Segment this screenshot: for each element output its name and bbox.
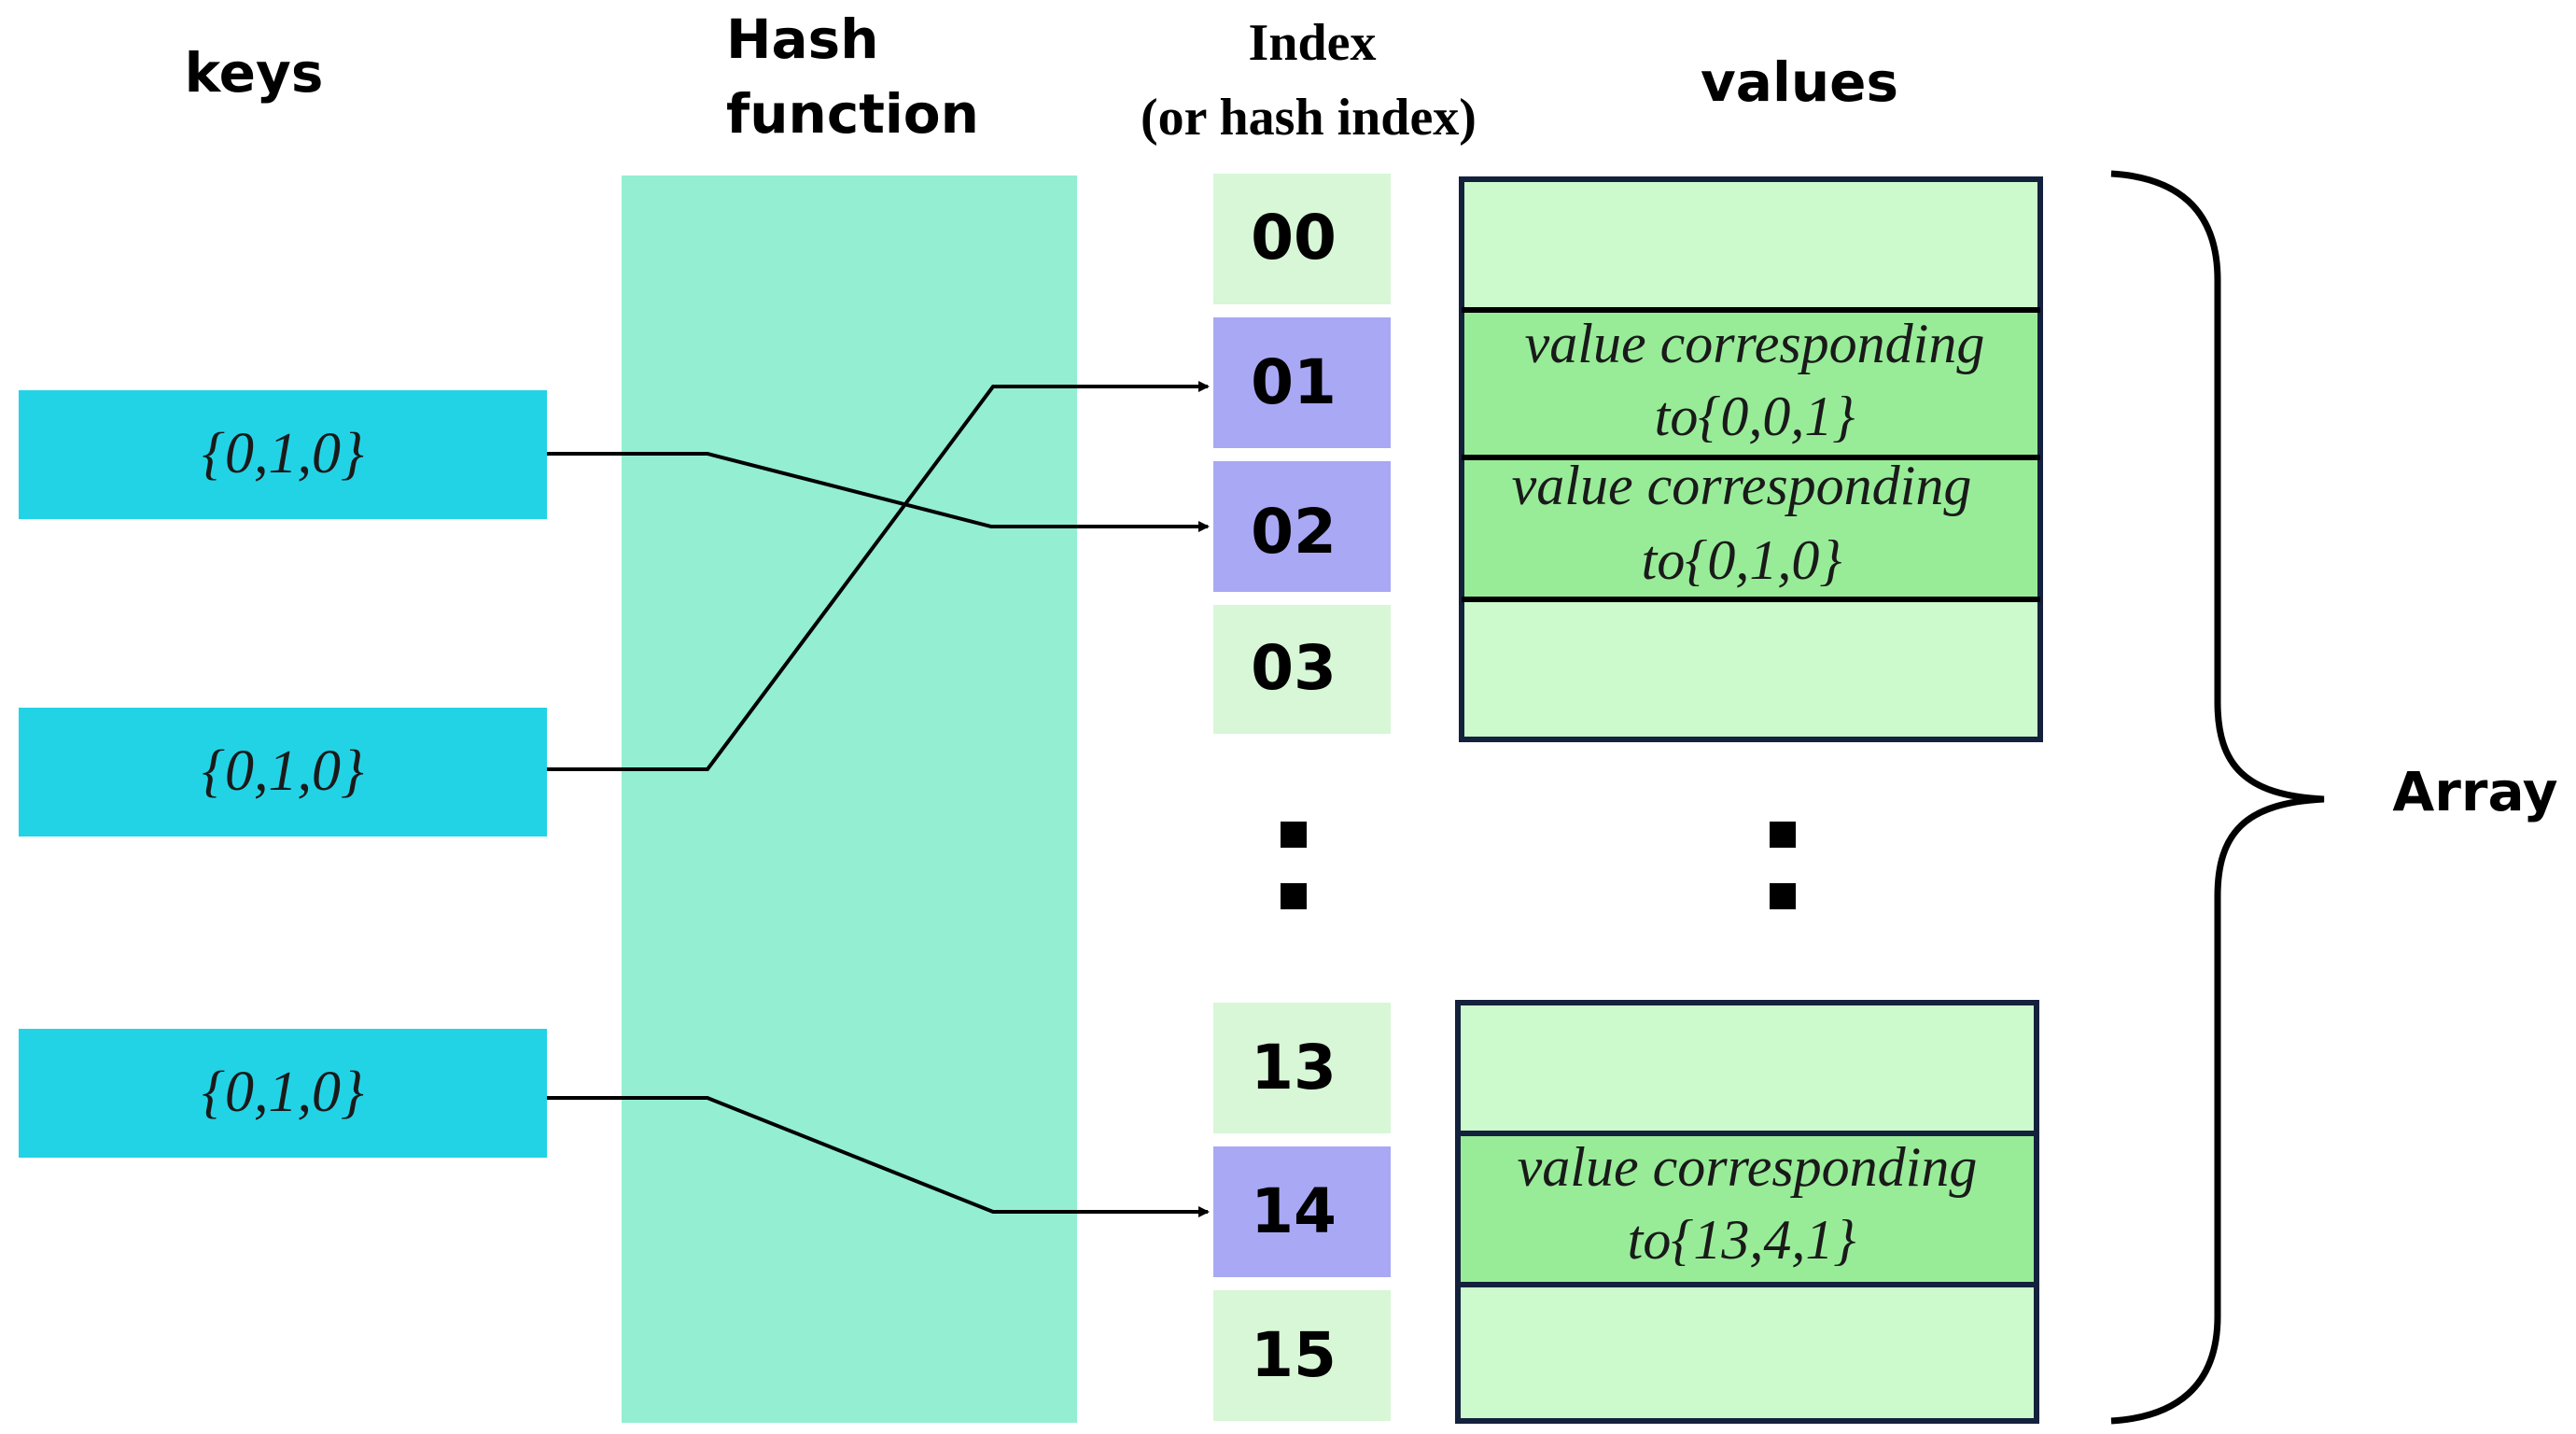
index-cell: 14 (1213, 1146, 1391, 1277)
hash-function-header-line2: function (726, 82, 979, 146)
key-label: {0,1,0} (202, 739, 364, 803)
value-cell (1458, 1133, 2037, 1285)
key-box: {0,1,0} (19, 708, 547, 836)
key-box: {0,1,0} (19, 1029, 547, 1158)
index-header-line1: Index (1249, 14, 1377, 72)
value-cell (1462, 179, 2040, 310)
array-brace (2110, 170, 2325, 1425)
index-header-line2: (or hash index) (1141, 89, 1477, 147)
values-ellipsis (1770, 822, 1796, 909)
value-text: value corresponding (1512, 455, 1972, 516)
value-column-border (1455, 1000, 2039, 1424)
mapping-arrow (547, 1096, 1210, 1217)
value-column-top: value corresponding to{0,0,1} value corr… (1459, 176, 2043, 742)
index-label: 03 (1251, 632, 1337, 704)
value-cell (1462, 310, 2040, 457)
key-label: {0,1,0} (202, 1061, 364, 1124)
index-ellipsis (1281, 822, 1307, 909)
mapping-arrow (547, 381, 1210, 771)
value-cell (1458, 1003, 2037, 1133)
value-cell (1462, 599, 2040, 739)
index-cell: 00 (1213, 174, 1391, 304)
index-cell: 03 (1213, 605, 1391, 734)
key-box: {0,1,0} (19, 390, 547, 519)
value-text: to{0,1,0} (1642, 529, 1842, 591)
value-text: to{0,0,1} (1655, 386, 1855, 447)
index-label: 13 (1251, 1032, 1337, 1104)
index-cell: 02 (1213, 461, 1391, 592)
hash-function-header-line1: Hash (726, 7, 879, 71)
index-label: 15 (1251, 1319, 1337, 1391)
keys-header: keys (185, 41, 324, 105)
index-label: 02 (1251, 496, 1337, 568)
hash-function-band (622, 176, 1077, 1423)
index-label: 14 (1251, 1175, 1337, 1247)
value-text: value corresponding (1518, 1136, 1978, 1198)
value-column-bottom: value corresponding to{13,4,1} (1455, 1000, 2039, 1424)
index-cell: 13 (1213, 1003, 1391, 1133)
value-text: value corresponding (1525, 313, 1985, 374)
values-header: values (1701, 50, 1898, 114)
value-cell (1458, 1285, 2037, 1421)
mapping-arrow (547, 452, 1210, 532)
array-label: Array (2392, 760, 2557, 823)
index-cell: 15 (1213, 1290, 1391, 1421)
value-text: to{13,4,1} (1628, 1209, 1856, 1271)
value-cell (1462, 457, 2040, 599)
key-label: {0,1,0} (202, 422, 364, 485)
index-label: 01 (1251, 346, 1337, 418)
index-label: 00 (1251, 202, 1337, 274)
index-cell: 01 (1213, 317, 1391, 448)
